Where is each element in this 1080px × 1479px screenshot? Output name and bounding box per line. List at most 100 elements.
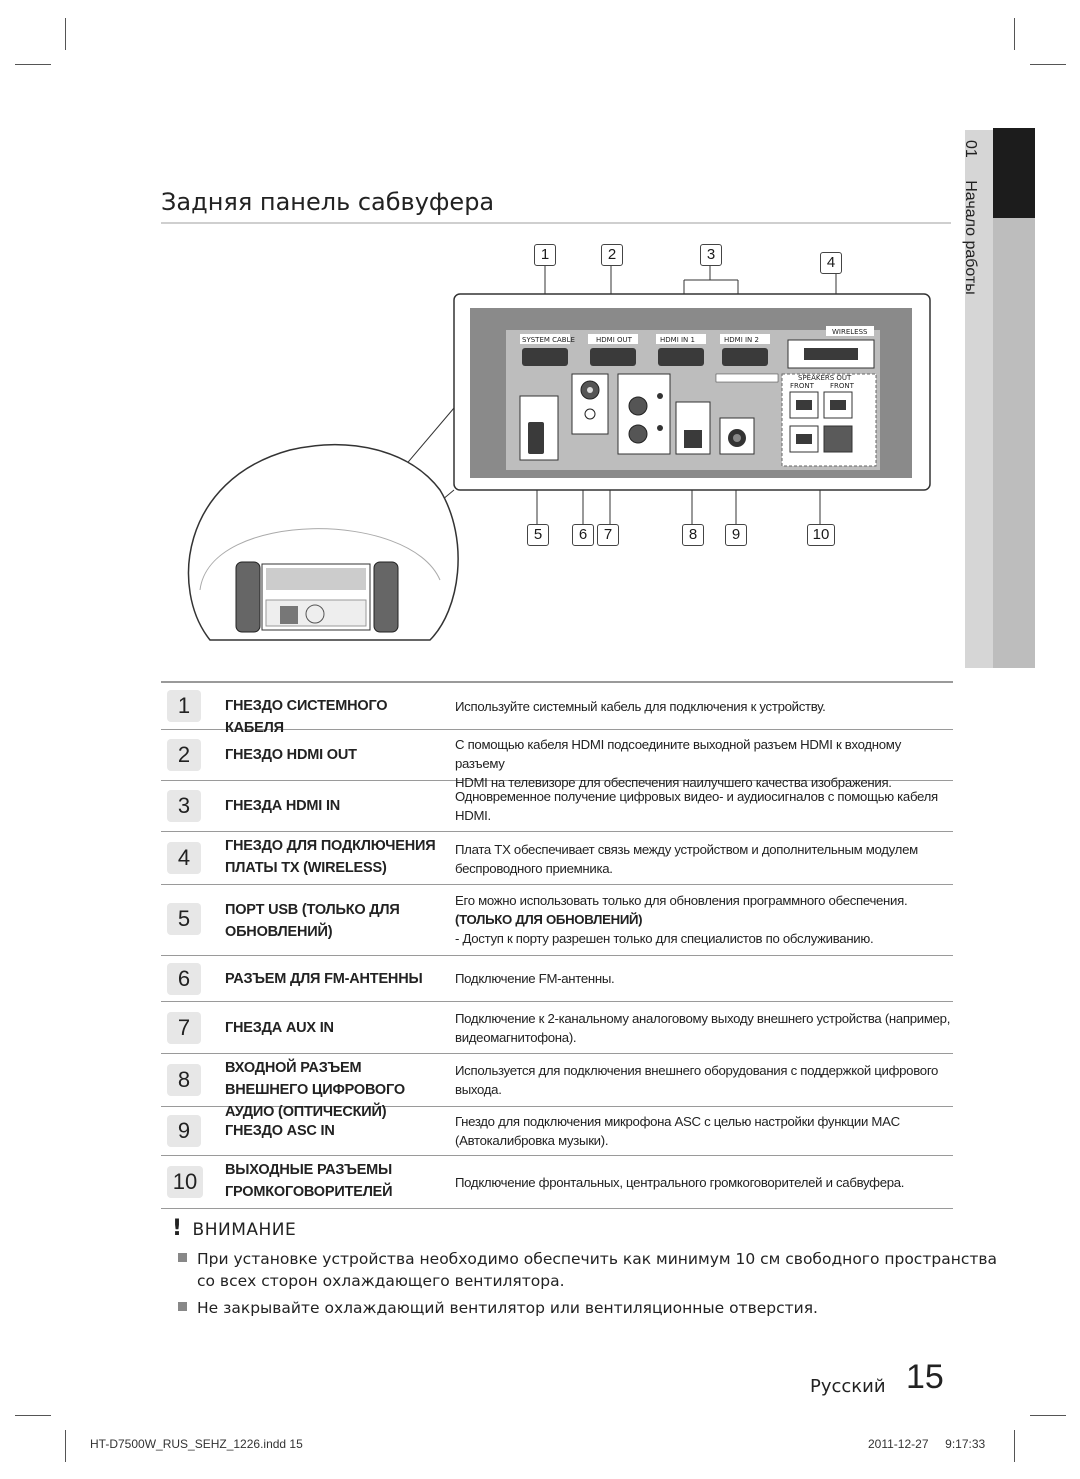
row-description-line: Одновременное получение цифровых видео- …	[455, 789, 938, 804]
row-description-line: - Доступ к порту разрешен только для спе…	[455, 931, 874, 946]
row-number: 3	[167, 790, 201, 822]
row-number: 5	[167, 903, 201, 935]
row-description-line: Гнездо для подключения микрофона ASC с ц…	[455, 1114, 900, 1129]
table-row: 6 РАЗЪЕМ ДЛЯ FM-АНТЕННЫ Подключение FM-а…	[161, 956, 953, 1002]
caution-icon: !	[172, 1216, 183, 1241]
bullet-square-icon	[178, 1302, 187, 1311]
caution-item-text: При установке устройства необходимо обес…	[197, 1250, 998, 1268]
page-number: 15	[906, 1358, 944, 1396]
callout-5: 5	[527, 524, 549, 546]
label-system-cable: SYSTEM CABLE	[522, 336, 575, 344]
row-description: Подключение FM-антенны.	[455, 971, 615, 986]
row-description-line: Плата TX обеспечивает связь между устрой…	[455, 842, 918, 857]
row-description: Гнездо для подключения микрофона ASC с ц…	[455, 1112, 951, 1150]
side-tab-number: 01	[962, 140, 979, 158]
label-hdmi-in-1: HDMI IN 1	[660, 336, 695, 344]
crop-mark	[65, 1430, 66, 1462]
crop-mark	[1030, 64, 1066, 65]
row-label: ГНЕЗДА HDMI IN	[225, 798, 341, 814]
row-description: Плата TX обеспечивает связь между устрой…	[455, 840, 951, 878]
subwoofer-rear-panel-illustration: SYSTEM CABLE HDMI OUT HDMI IN 1 HDMI IN …	[187, 266, 931, 641]
label-hdmi-in-2: HDMI IN 2	[724, 336, 759, 344]
row-label: ПОРТ USB (ТОЛЬКО ДЛЯ ОБНОВЛЕНИЙ)	[225, 902, 400, 940]
table-row: 5 ПОРТ USB (ТОЛЬКО ДЛЯ ОБНОВЛЕНИЙ) Его м…	[161, 885, 953, 956]
caution-title: ВНИМАНИЕ	[192, 1220, 297, 1240]
callout-7: 7	[597, 524, 619, 546]
row-description: С помощью кабеля HDMI подсоедините выход…	[455, 735, 951, 792]
label-front-left: FRONT	[790, 382, 815, 390]
table-row: 7 ГНЕЗДА AUX IN Подключение к 2-канально…	[161, 1002, 953, 1054]
title-divider	[161, 222, 951, 224]
caution-heading: ! ВНИМАНИЕ	[172, 1216, 296, 1241]
row-description-line: Подключение к 2-канальному аналоговому в…	[455, 1011, 951, 1026]
crop-mark	[1014, 1430, 1015, 1462]
callout-6: 6	[572, 524, 594, 546]
row-number: 8	[167, 1064, 201, 1096]
crop-mark	[1014, 18, 1015, 50]
side-tab-label: 01 Начало работы	[961, 140, 979, 295]
row-description-line: беспроводного приемника.	[455, 861, 613, 876]
row-number: 10	[167, 1166, 203, 1198]
language-label: Русский	[810, 1376, 886, 1397]
row-label: ГНЕЗДО HDMI OUT	[225, 747, 357, 763]
row-description: Используется для подключения внешнего об…	[455, 1061, 951, 1099]
table-top-rule	[161, 681, 953, 683]
callout-1: 1	[534, 244, 556, 266]
row-number: 4	[167, 842, 201, 874]
row-description-line: Используется для подключения внешнего об…	[455, 1063, 939, 1078]
row-description-line: HDMI на телевизоре для обеспечения наилу…	[455, 775, 892, 790]
callout-2: 2	[601, 244, 623, 266]
caution-item: Не закрывайте охлаждающий вентилятор или…	[178, 1297, 818, 1319]
row-description-line: С помощью кабеля HDMI подсоедините выход…	[455, 737, 902, 771]
table-row: 10 ВЫХОДНЫЕ РАЗЪЕМЫ ГРОМКОГОВОРИТЕЛЕЙ По…	[161, 1156, 953, 1209]
crop-mark	[15, 1415, 51, 1416]
print-timestamp: 2011-12-27 9:17:33	[868, 1437, 985, 1451]
table-row: 4 ГНЕЗДО ДЛЯ ПОДКЛЮЧЕНИЯ ПЛАТЫ TX (WIREL…	[161, 832, 953, 885]
label-wireless: WIRELESS	[832, 328, 868, 336]
table-row: 2 ГНЕЗДО HDMI OUT С помощью кабеля HDMI …	[161, 730, 953, 790]
row-description: Одновременное получение цифровых видео- …	[455, 787, 951, 825]
crop-mark	[1030, 1415, 1066, 1416]
callout-3: 3	[700, 244, 722, 266]
row-description-line: выхода.	[455, 1082, 502, 1097]
callout-8: 8	[682, 524, 704, 546]
label-front-right: FRONT	[830, 382, 855, 390]
table-row: 9 ГНЕЗДО ASC IN Гнездо для подключения м…	[161, 1107, 953, 1156]
row-description: Его можно использовать только для обновл…	[455, 891, 951, 948]
row-label: ГНЕЗДО СИСТЕМНОГО КАБЕЛЯ	[225, 698, 388, 736]
row-description-line: видеомагнитофона).	[455, 1030, 577, 1045]
callout-9: 9	[725, 524, 747, 546]
table-row: 1 ГНЕЗДО СИСТЕМНОГО КАБЕЛЯ Используйте с…	[161, 683, 953, 736]
side-tab-strip	[993, 218, 1035, 668]
crop-mark	[15, 64, 51, 65]
label-hdmi-out: HDMI OUT	[596, 336, 633, 344]
row-description-line: HDMI.	[455, 808, 491, 823]
table-row: 3 ГНЕЗДА HDMI IN Одновременное получение…	[161, 781, 953, 832]
bullet-square-icon	[178, 1253, 187, 1262]
caution-item-continuation: со всех сторон охлаждающего вентилятора.	[197, 1272, 565, 1290]
row-label: ГНЕЗДА AUX IN	[225, 1020, 334, 1036]
callout-10: 10	[807, 524, 835, 546]
row-description-line: (Автокалибровка музыки).	[455, 1133, 609, 1148]
row-number: 1	[167, 690, 201, 722]
row-number: 2	[167, 739, 201, 771]
page-title: Задняя панель сабвуфера	[161, 188, 495, 216]
row-description: Подключение к 2-канальному аналоговому в…	[455, 1009, 951, 1047]
callout-4: 4	[820, 252, 842, 274]
print-time: 9:17:33	[945, 1437, 986, 1451]
side-tab-background	[965, 130, 993, 668]
print-date: 2011-12-27	[868, 1437, 929, 1451]
label-speakers-out: SPEAKERS OUT	[798, 374, 852, 382]
row-description-line: Его можно использовать только для обновл…	[455, 893, 908, 908]
side-tab-marker	[993, 128, 1035, 218]
row-number: 9	[167, 1115, 201, 1147]
row-number: 7	[167, 1012, 201, 1044]
side-tab-title: Начало работы	[962, 180, 979, 295]
row-label: ВХОДНОЙ РАЗЪЕМ ВНЕШНЕГО ЦИФРОВОГО АУДИО …	[225, 1060, 405, 1120]
row-label: РАЗЪЕМ ДЛЯ FM-АНТЕННЫ	[225, 971, 423, 987]
row-description: Используйте системный кабель для подключ…	[455, 699, 826, 714]
print-file-name: HT-D7500W_RUS_SEHZ_1226.indd 15	[90, 1437, 303, 1451]
row-description-line: (ТОЛЬКО ДЛЯ ОБНОВЛЕНИЙ)	[455, 912, 643, 927]
caution-item: При установке устройства необходимо обес…	[178, 1248, 997, 1270]
row-label: ГНЕЗДО ДЛЯ ПОДКЛЮЧЕНИЯ ПЛАТЫ TX (WIRELES…	[225, 838, 436, 876]
